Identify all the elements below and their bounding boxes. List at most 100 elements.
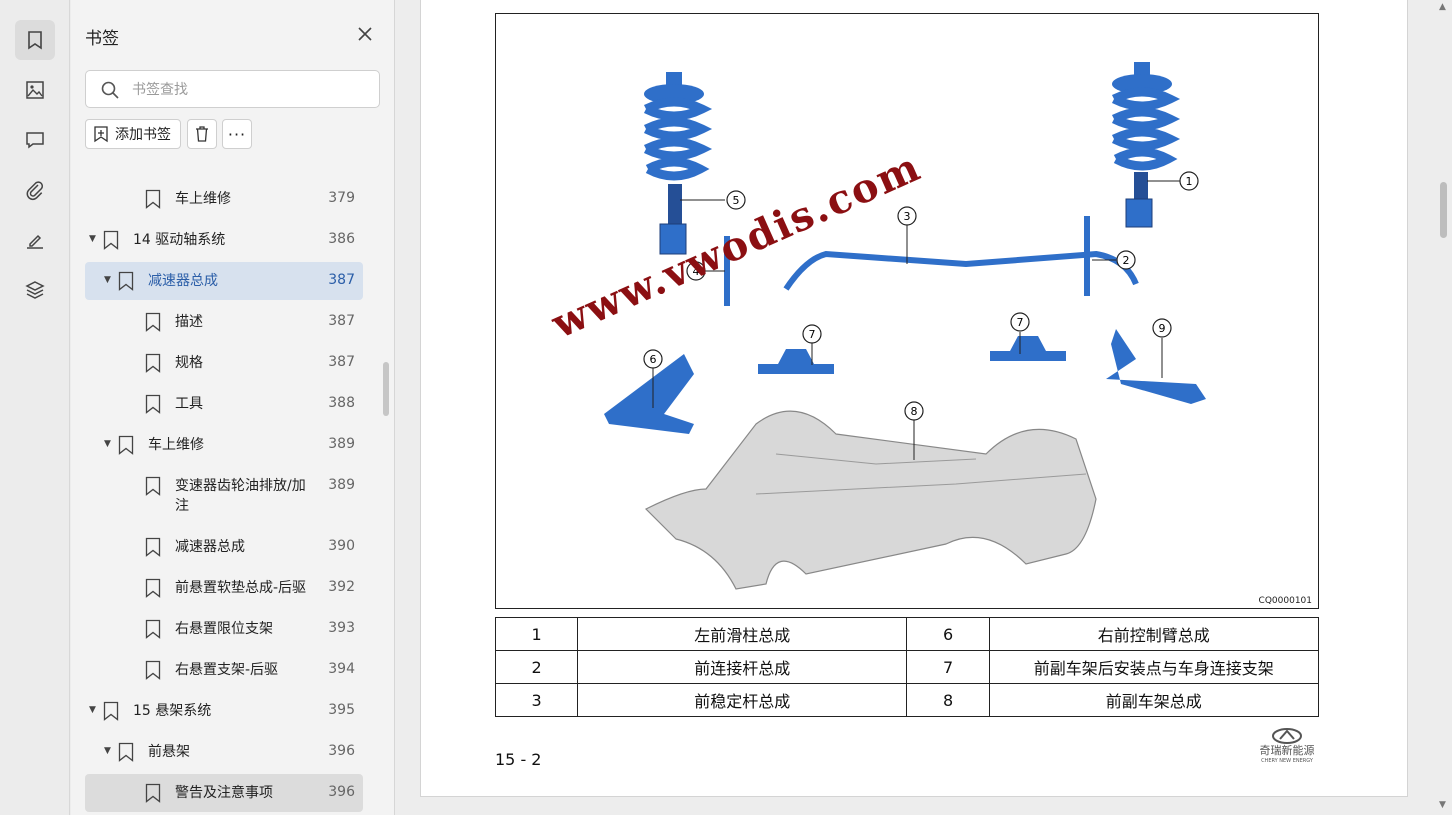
- part-name-cell: 右前控制臂总成: [988, 617, 1320, 651]
- expand-arrow-icon[interactable]: ▼: [104, 746, 111, 756]
- right-control-arm: [1106, 329, 1206, 404]
- expand-arrow-icon[interactable]: ▼: [89, 234, 96, 244]
- left-link: [724, 236, 730, 306]
- page-number: 15 - 2: [495, 750, 542, 769]
- bookmark-item[interactable]: 变速器齿轮油排放/加注 389: [85, 467, 363, 521]
- bookmark-page: 393: [328, 620, 355, 636]
- bookmark-item[interactable]: 减速器总成 390: [85, 528, 363, 566]
- bookmark-icon: [145, 660, 161, 680]
- layers-panel-button[interactable]: [15, 270, 55, 310]
- svg-text:4: 4: [693, 265, 700, 278]
- bookmark-item[interactable]: ▼ 减速器总成 387: [85, 262, 363, 300]
- scroll-thumb[interactable]: [1440, 182, 1447, 238]
- left-strut-assembly: [643, 72, 713, 255]
- bookmark-label: 规格: [175, 355, 203, 371]
- attachment-panel-button[interactable]: [15, 170, 55, 210]
- bookmark-page: 389: [328, 477, 355, 493]
- callout-6: 6: [643, 349, 663, 369]
- close-icon[interactable]: [355, 24, 375, 44]
- bookmark-label: 变速器齿轮油排放/加: [175, 478, 306, 494]
- bookmark-search[interactable]: [85, 70, 380, 108]
- bookmark-label: 右悬置支架-后驱: [175, 662, 279, 678]
- bookmark-icon: [118, 742, 134, 762]
- expand-arrow-icon[interactable]: ▼: [104, 439, 111, 449]
- svg-text:2: 2: [1123, 254, 1130, 267]
- part-number-cell: 1: [494, 617, 579, 651]
- bookmark-label: 减速器总成: [175, 539, 245, 555]
- sidebar-scrollbar[interactable]: [383, 362, 389, 416]
- bookmark-page: 379: [328, 190, 355, 206]
- stabilizer-bar: [783, 250, 1139, 291]
- part-number-cell: 7: [906, 650, 990, 684]
- part-name-cell: 左前滑柱总成: [577, 617, 908, 651]
- expand-arrow-icon[interactable]: ▼: [104, 275, 111, 285]
- svg-text:9: 9: [1159, 322, 1166, 335]
- bookmark-label: 警告及注意事项: [175, 785, 273, 801]
- bookmark-icon: [145, 578, 161, 598]
- part-name-cell: 前副车架后安装点与车身连接支架: [988, 650, 1320, 684]
- comment-panel-button[interactable]: [15, 120, 55, 160]
- document-scrollbar[interactable]: ▲ ▼: [1436, 0, 1452, 815]
- bookmark-icon: [118, 271, 134, 291]
- callout-4: 4: [686, 261, 706, 281]
- chery-new-energy-logo: 奇瑞新能源 CHERY NEW ENERGY: [1260, 728, 1315, 764]
- bookmark-icon: [145, 189, 161, 209]
- logo-text: 奇瑞新能源: [1260, 743, 1315, 757]
- bookmark-panel-button[interactable]: [15, 20, 55, 60]
- comment-icon: [26, 132, 44, 149]
- bookmark-label: 减速器总成: [148, 273, 218, 289]
- bookmark-page: 390: [328, 538, 355, 554]
- bookmark-label: 描述: [175, 314, 203, 330]
- bookmark-label-continued: 注: [175, 498, 189, 514]
- add-bookmark-button[interactable]: 添加书签: [85, 119, 181, 149]
- thumbnail-panel-button[interactable]: [15, 70, 55, 110]
- callout-9: 9: [1152, 318, 1172, 338]
- delete-bookmark-button[interactable]: [187, 119, 217, 149]
- callout-2: 2: [1116, 250, 1136, 270]
- scroll-down-icon[interactable]: ▼: [1439, 800, 1446, 810]
- bookmark-page: 387: [328, 354, 355, 370]
- expand-arrow-icon[interactable]: ▼: [89, 705, 96, 715]
- search-icon: [101, 81, 119, 99]
- scroll-up-icon[interactable]: ▲: [1439, 2, 1446, 12]
- bookmark-page: 387: [328, 272, 355, 288]
- bookmark-item[interactable]: 描述 387: [85, 303, 363, 341]
- callout-8: 8: [904, 401, 924, 421]
- bookmark-item[interactable]: 规格 387: [85, 344, 363, 382]
- bookmark-page: 389: [328, 436, 355, 452]
- svg-text:3: 3: [904, 210, 911, 223]
- add-bookmark-icon: [94, 126, 108, 143]
- search-input[interactable]: [132, 79, 362, 101]
- part-number-cell: 6: [906, 617, 990, 651]
- bookmark-page: 387: [328, 313, 355, 329]
- right-bracket: [990, 336, 1066, 361]
- bookmark-icon: [145, 783, 161, 803]
- svg-text:7: 7: [1017, 316, 1024, 329]
- leader-lines: [652, 180, 1181, 460]
- bookmark-item[interactable]: ▼ 车上维修 389: [85, 426, 363, 464]
- signature-panel-button[interactable]: [15, 220, 55, 260]
- bookmark-icon: [145, 619, 161, 639]
- bookmark-label: 车上维修: [148, 437, 204, 453]
- more-options-button[interactable]: ···: [222, 119, 252, 149]
- part-number-cell: 3: [494, 683, 579, 717]
- pen-icon: [27, 234, 43, 249]
- bookmark-icon: [145, 476, 161, 496]
- part-name-cell: 前副车架总成: [988, 683, 1320, 717]
- callout-3: 3: [897, 206, 917, 226]
- bookmark-icon: [103, 701, 119, 721]
- bookmark-label: 前悬架: [148, 744, 190, 760]
